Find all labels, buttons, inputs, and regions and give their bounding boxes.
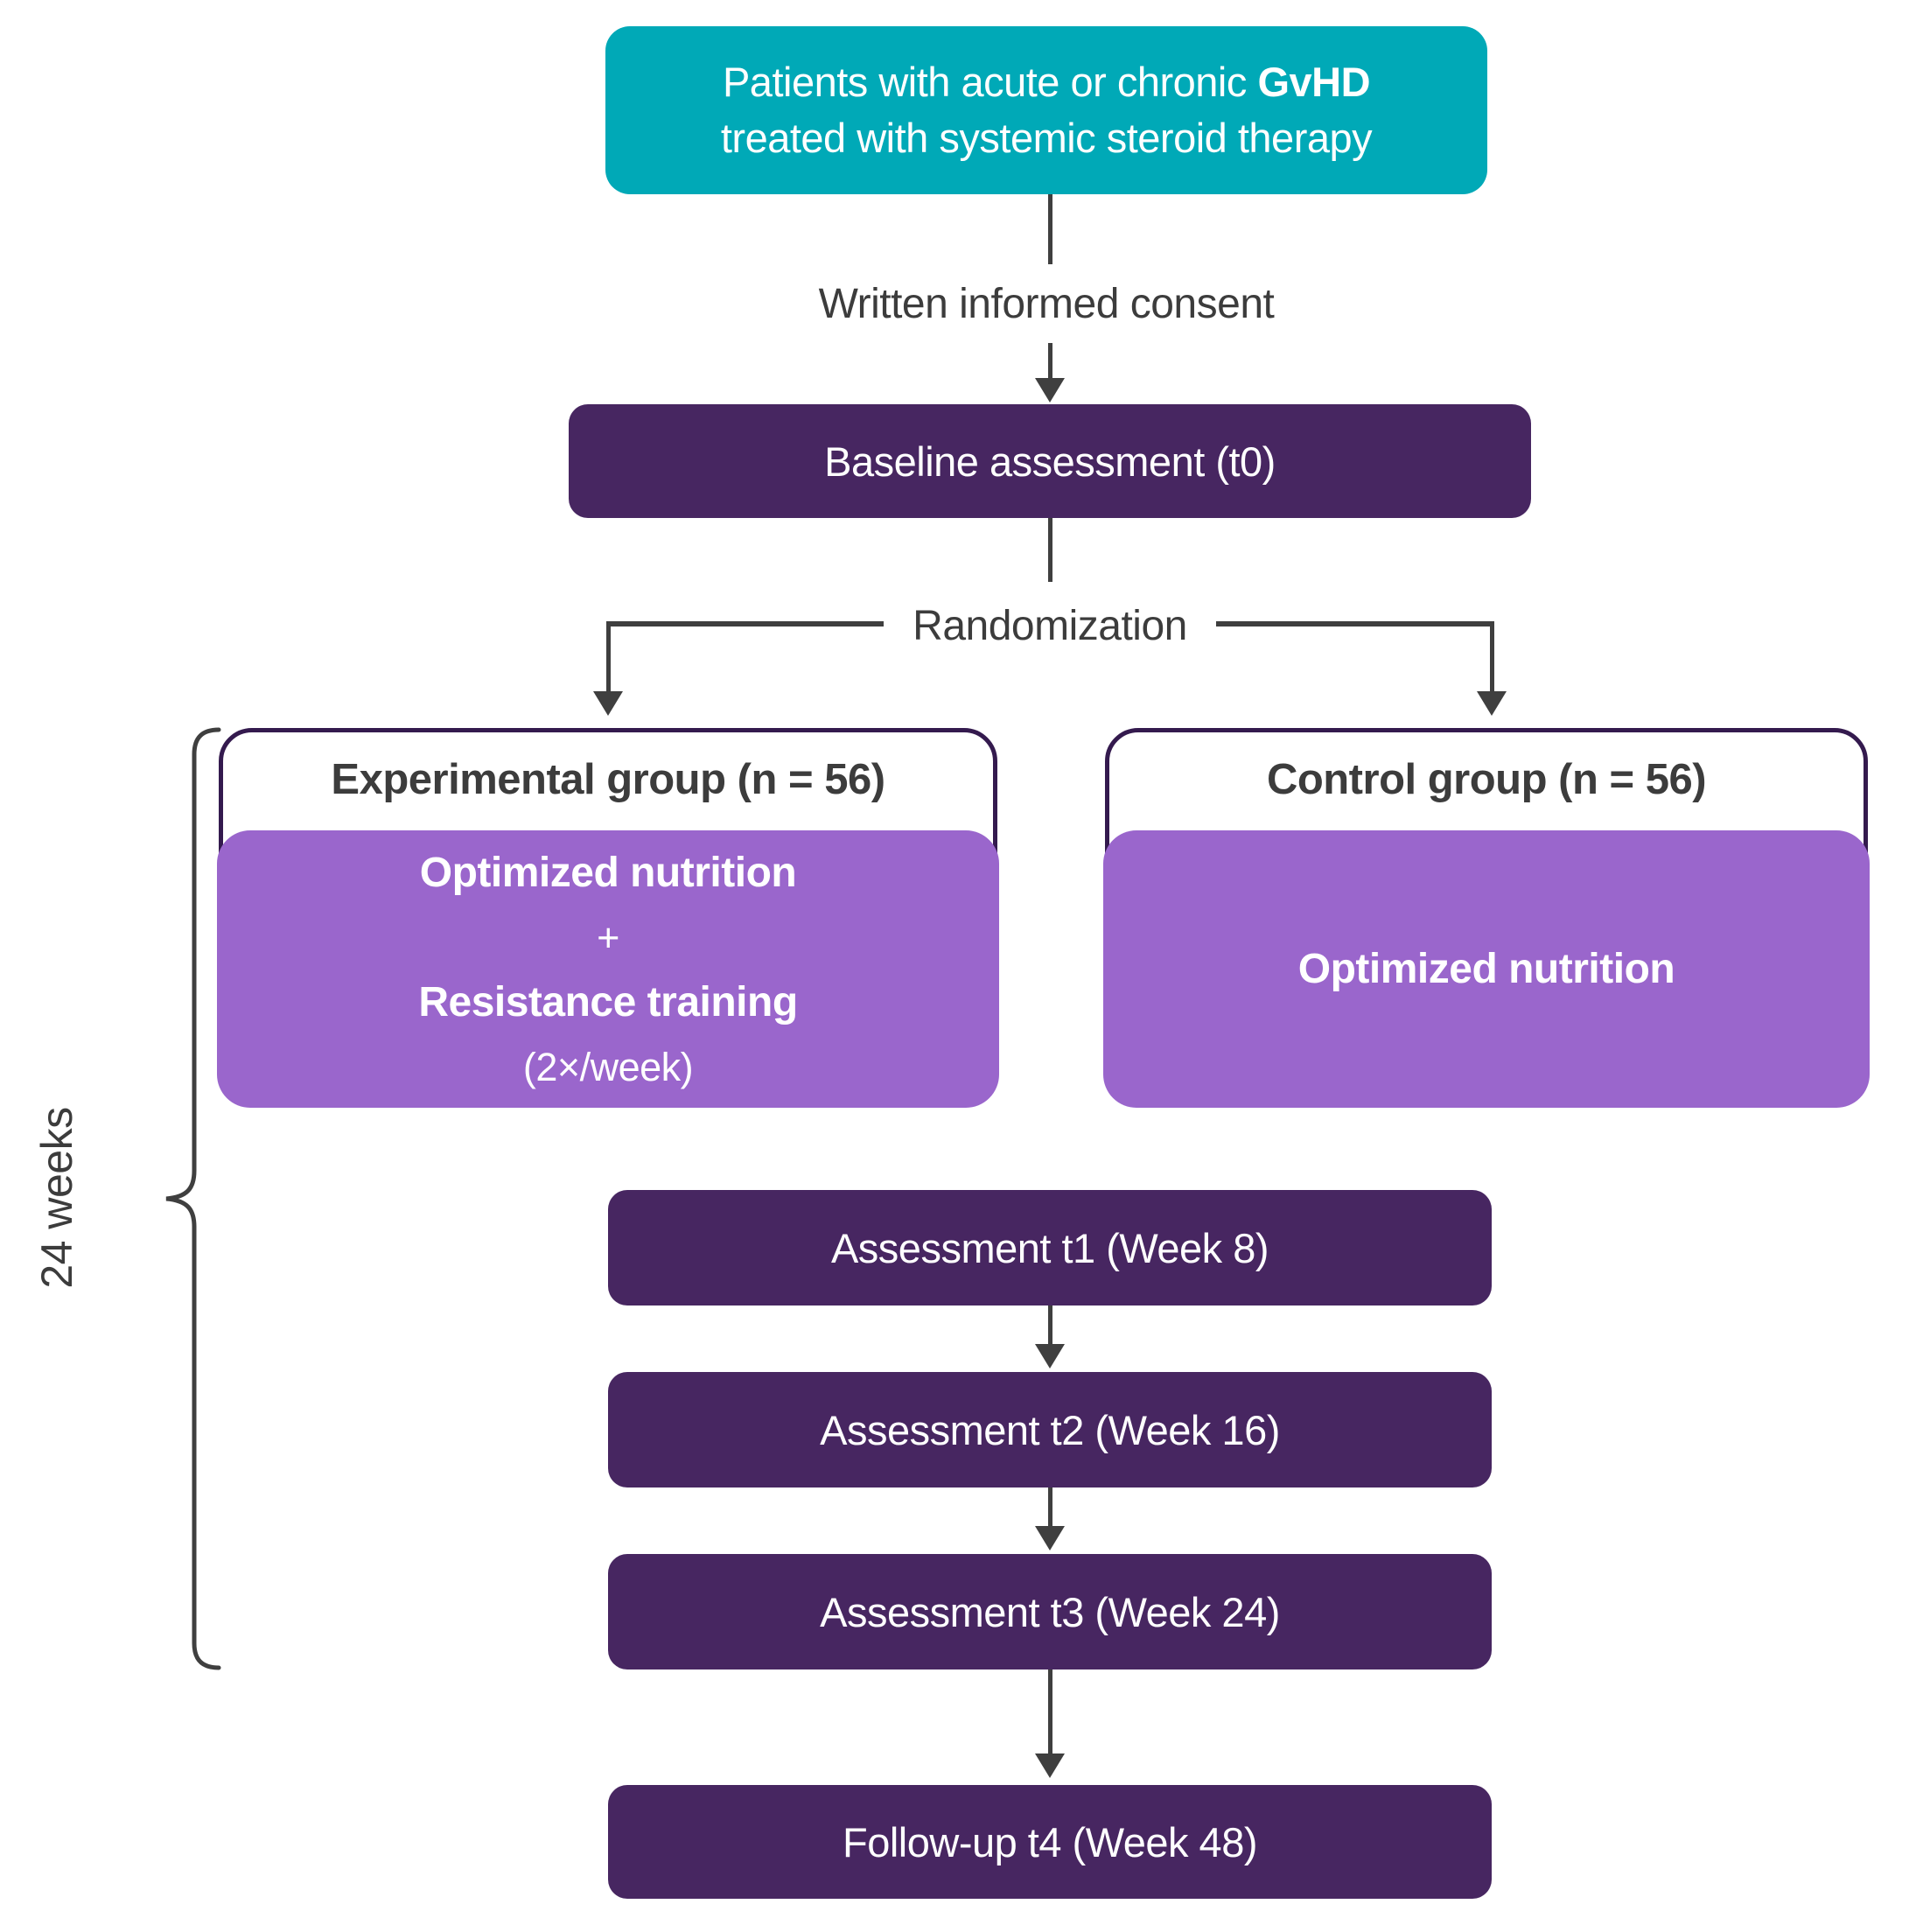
consent-label: Written informed consent [818, 281, 1275, 327]
control-group-title: Control group (n = 56) [1266, 756, 1707, 803]
control-intervention: Optimized nutrition [1297, 945, 1675, 992]
assessment-t1-label: Assessment t1 (Week 8) [830, 1224, 1269, 1271]
arrow-down-icon [1035, 1526, 1065, 1550]
assessment-t1-box: Assessment t1 (Week 8) [608, 1190, 1492, 1306]
arrow-down-icon [1035, 378, 1065, 402]
branch-line-right [1216, 621, 1492, 626]
baseline-box: Baseline assessment (t0) [569, 404, 1531, 518]
branch-line-left [608, 621, 884, 626]
connector-t2-to-t3 [1048, 1488, 1052, 1528]
connector-baseline-to-randomization [1048, 518, 1052, 582]
arrow-down-icon [593, 691, 623, 716]
connector-consent-to-baseline [1048, 343, 1052, 382]
assessment-t2-box: Assessment t2 (Week 16) [608, 1372, 1492, 1488]
baseline-label: Baseline assessment (t0) [824, 438, 1276, 485]
control-intervention-panel: Optimized nutrition [1103, 830, 1870, 1108]
experimental-group-title: Experimental group (n = 56) [331, 756, 885, 803]
eligibility-line2: treated with systemic steroid therapy [720, 115, 1373, 161]
control-group-box: Control group (n = 56) Optimized nutriti… [1103, 728, 1870, 1108]
assessment-t3-label: Assessment t3 (Week 24) [820, 1588, 1280, 1635]
duration-label: 24 weeks [32, 1107, 81, 1289]
followup-t4-box: Follow-up t4 (Week 48) [608, 1785, 1492, 1899]
arrow-down-icon [1477, 691, 1507, 716]
arrow-down-icon [1035, 1344, 1065, 1368]
arrow-down-icon [1035, 1754, 1065, 1778]
experimental-intervention-panel: Optimized nutrition + Resistance trainin… [217, 830, 999, 1108]
eligibility-box: Patients with acute or chronic GvHD trea… [605, 26, 1487, 194]
followup-t4-label: Follow-up t4 (Week 48) [843, 1818, 1258, 1866]
assessment-t3-box: Assessment t3 (Week 24) [608, 1554, 1492, 1670]
eligibility-line1-prefix: Patients with acute or chronic [722, 59, 1258, 105]
eligibility-text: Patients with acute or chronic GvHD trea… [720, 54, 1373, 166]
randomization-label: Randomization [913, 603, 1187, 649]
duration-brace [165, 727, 221, 1670]
connector-t3-to-t4 [1048, 1670, 1052, 1757]
connector-to-experimental [606, 621, 611, 693]
connector-to-control [1490, 621, 1494, 693]
plus-sign: + [597, 914, 619, 960]
eligibility-line1-bold: GvHD [1257, 59, 1371, 105]
connector-t1-to-t2 [1048, 1306, 1052, 1346]
connector-top-to-consent [1048, 194, 1052, 264]
experimental-frequency: (2×/week) [522, 1044, 694, 1089]
experimental-intervention-2: Resistance training [418, 978, 798, 1026]
experimental-group-box: Experimental group (n = 56) Optimized nu… [217, 728, 999, 1108]
experimental-intervention-1: Optimized nutrition [419, 849, 797, 896]
assessment-t2-label: Assessment t2 (Week 16) [820, 1406, 1280, 1453]
